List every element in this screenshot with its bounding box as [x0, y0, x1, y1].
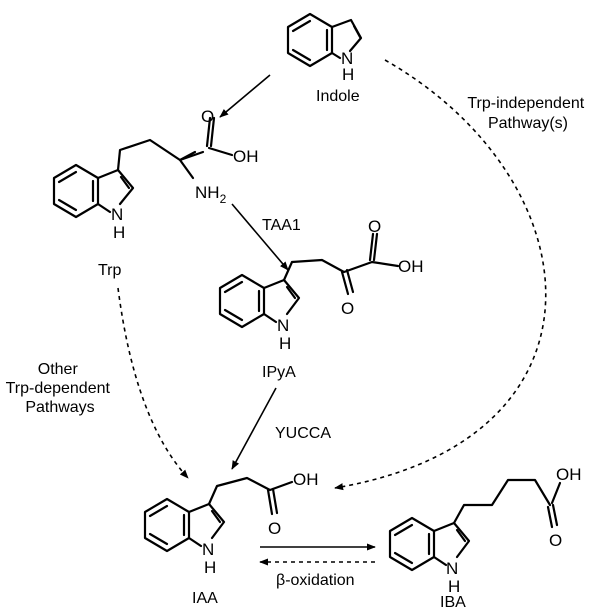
iba-oh: OH [556, 465, 582, 484]
ipya-h-atom: H [279, 334, 291, 353]
other-trp-dependent-arrow [117, 287, 189, 479]
trp-independent-label: Trp-independent Pathway(s) [467, 95, 588, 132]
ipya-acid-o: O [368, 217, 381, 236]
iba-n-atom: N [446, 559, 458, 578]
trp-oh: OH [233, 147, 259, 166]
trp-carbonyl-o: O [201, 107, 214, 126]
ipya-keto-o: O [341, 299, 354, 318]
trp-structure: N H O OH NH2 [52, 107, 259, 242]
taa1-label: TAA1 [262, 217, 301, 234]
trp-label: Trp [98, 262, 122, 279]
iaa-label: IAA [192, 590, 218, 607]
indole-label: Indole [316, 88, 360, 105]
trp-to-ipya-arrow [231, 203, 289, 271]
iaa-carbonyl-o: O [268, 519, 281, 538]
beta-oxidation-label: β-oxidation [276, 572, 355, 589]
yucca-label: YUCCA [275, 425, 331, 442]
indole-structure: N H [286, 12, 363, 84]
iba-h-atom: H [448, 577, 460, 596]
indole-to-trp-arrow [219, 74, 271, 118]
other-pathways-label: Other Trp-dependent Pathways [6, 361, 115, 416]
indole-h-atom: H [342, 65, 354, 84]
ipya-to-iaa-arrow [231, 387, 277, 470]
trp-independent-arrow [334, 59, 547, 491]
iba-label: IBA [440, 594, 466, 611]
trp-h-atom: H [113, 223, 125, 242]
ipya-oh: OH [398, 257, 424, 276]
iba-structure: N H OH O [388, 465, 582, 596]
iba-carbonyl-o: O [549, 531, 562, 550]
trp-n-atom: N [111, 205, 123, 224]
iaa-structure: N H OH O [143, 470, 319, 577]
ipya-n-atom: N [277, 316, 289, 335]
trp-amine: NH2 [195, 183, 227, 206]
indole-n-atom: N [341, 49, 353, 68]
iaa-n-atom: N [202, 540, 214, 559]
ipya-structure: N H O OH O [218, 217, 424, 353]
iaa-h-atom: H [204, 558, 216, 577]
iaa-oh: OH [293, 470, 319, 489]
ipya-label: IPyA [262, 364, 296, 381]
